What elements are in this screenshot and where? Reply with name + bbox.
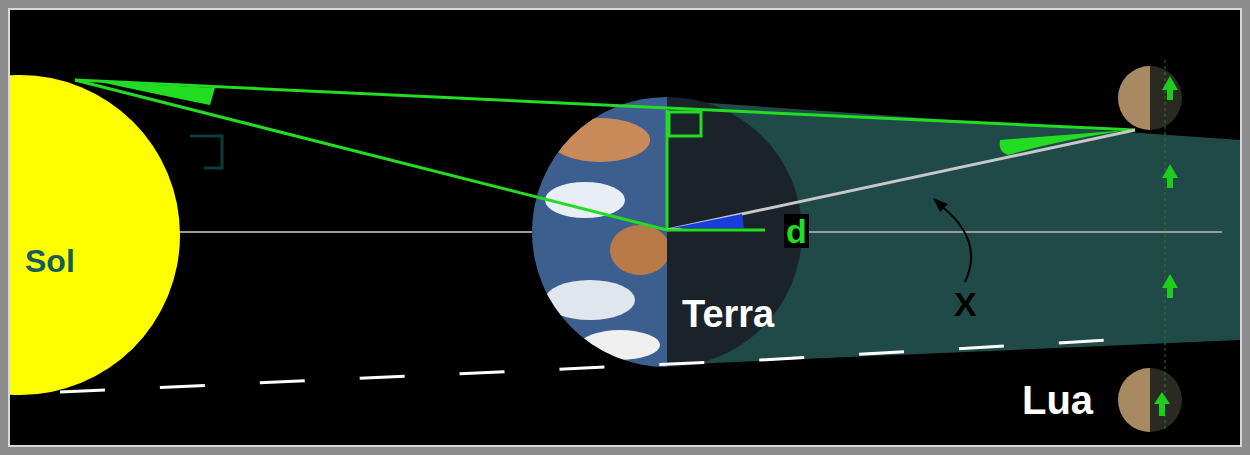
- angle-label: X: [952, 287, 979, 321]
- moon-top: [1118, 66, 1182, 130]
- d-segment: [667, 229, 765, 232]
- moon-label: Lua: [1020, 380, 1095, 420]
- dashed-tangent: [60, 340, 1110, 392]
- angle-marker: [1000, 130, 1128, 155]
- angle-wedge: [672, 214, 744, 228]
- distance-label: d: [784, 214, 809, 248]
- angle-marker: [100, 82, 215, 105]
- earth-label: Terra: [682, 295, 774, 333]
- earth-moon-line: [667, 130, 1135, 230]
- frame: SolTerra dX Lua: [8, 8, 1242, 447]
- arrow-head: [933, 198, 948, 212]
- sun-label: Sol: [25, 245, 75, 277]
- tangent-line: [75, 80, 1135, 130]
- right-angle-mark: [669, 112, 701, 136]
- earth-picture: [532, 97, 802, 367]
- moon-bottom: [1118, 368, 1182, 432]
- angle-arrow: [940, 205, 971, 282]
- sun-circle: Sol: [8, 75, 180, 395]
- moon-path: [1165, 60, 1166, 430]
- right-angle-mark: [190, 136, 222, 168]
- motion-arrows: [1154, 76, 1178, 416]
- earth-circle: Terra: [532, 97, 802, 367]
